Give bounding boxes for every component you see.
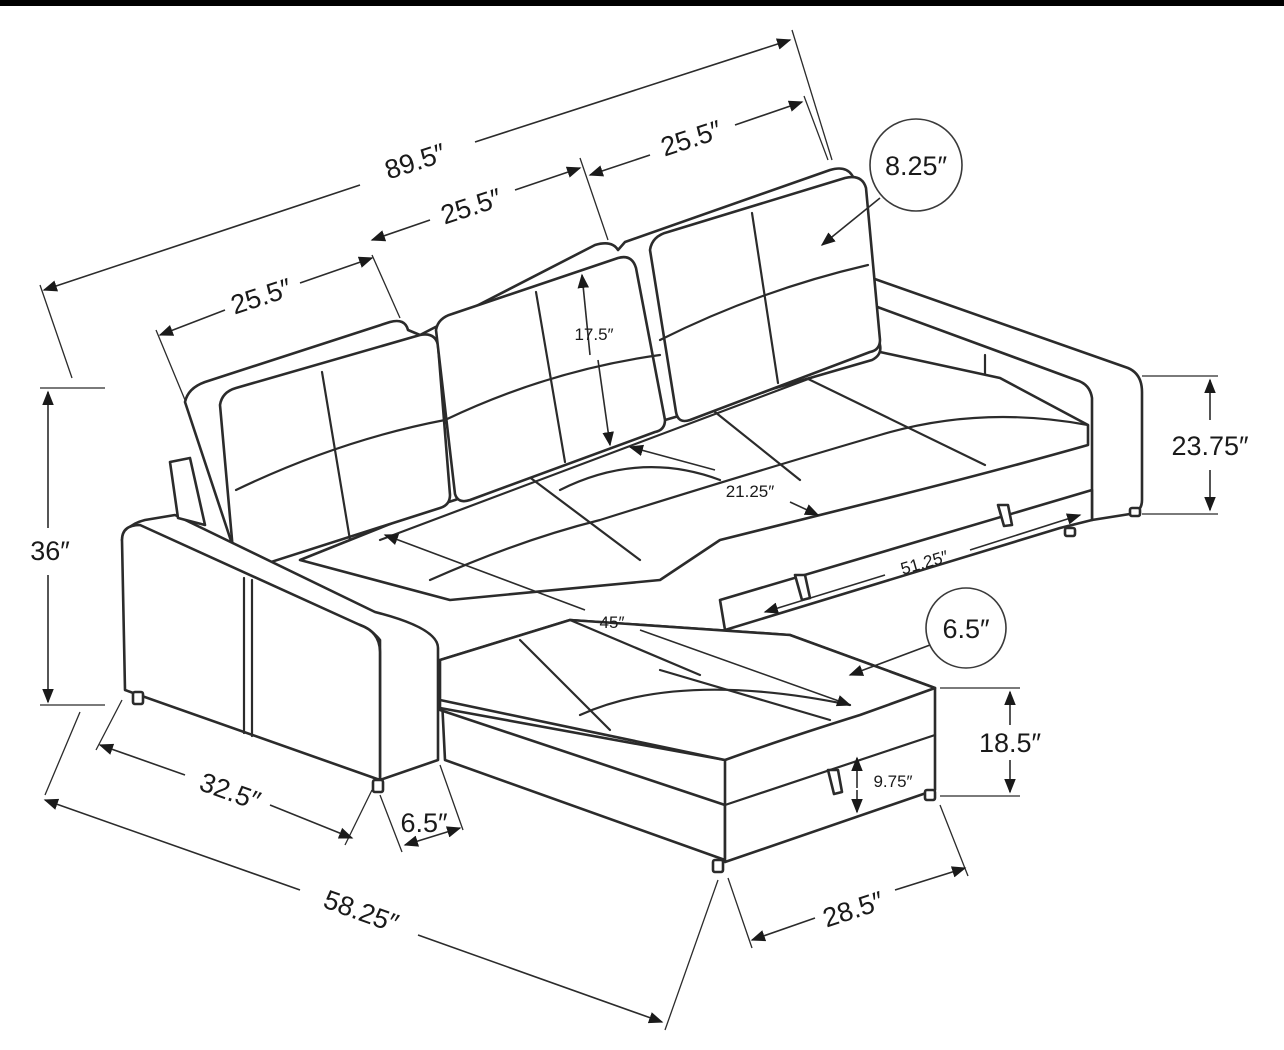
label-cushion-left: 25.5″ — [227, 272, 296, 320]
label-arm-width-top: 6.5″ — [942, 614, 990, 644]
dimension-labels: 89.5″ 25.5″ 25.5″ 25.5″ 8.25″ 17.5″ 21.2… — [30, 114, 1249, 939]
callout-circle-back — [869, 118, 963, 212]
label-arm-height: 23.75″ — [1171, 431, 1249, 461]
label-overall-height: 36″ — [30, 536, 70, 566]
label-arm-width: 6.5″ — [400, 808, 448, 838]
leg-3 — [711, 858, 725, 874]
top-border — [0, 0, 1284, 6]
label-seat-height: 18.5″ — [979, 728, 1042, 758]
leg-4 — [923, 788, 937, 802]
label-arm-depth: 32.5″ — [196, 767, 265, 817]
leg-1 — [131, 690, 145, 706]
label-back-thickness: 8.25″ — [885, 151, 948, 181]
sofa-body — [120, 167, 1144, 874]
label-chaise-width: 28.5″ — [819, 885, 888, 933]
label-cushion-right: 25.5″ — [657, 114, 726, 162]
label-seat-depth: 21.25″ — [726, 482, 775, 501]
leg-2 — [371, 778, 385, 794]
leg-5 — [1128, 506, 1142, 518]
label-overall-depth: 58.25″ — [320, 884, 403, 939]
label-back-cushion-height: 17.5″ — [574, 325, 613, 344]
label-chaise-length-inner: 45″ — [600, 613, 625, 632]
callout-circle-arm — [925, 587, 1007, 669]
main-seat — [298, 350, 1090, 602]
leg-6 — [1063, 526, 1077, 538]
handle-2 — [996, 503, 1014, 528]
handle-3 — [826, 768, 844, 796]
label-overall-width: 89.5″ — [381, 137, 450, 185]
dimension-lines — [39, 29, 1218, 1031]
label-cushion-middle: 25.5″ — [437, 182, 506, 230]
label-storage-depth: 9.75″ — [873, 772, 912, 791]
